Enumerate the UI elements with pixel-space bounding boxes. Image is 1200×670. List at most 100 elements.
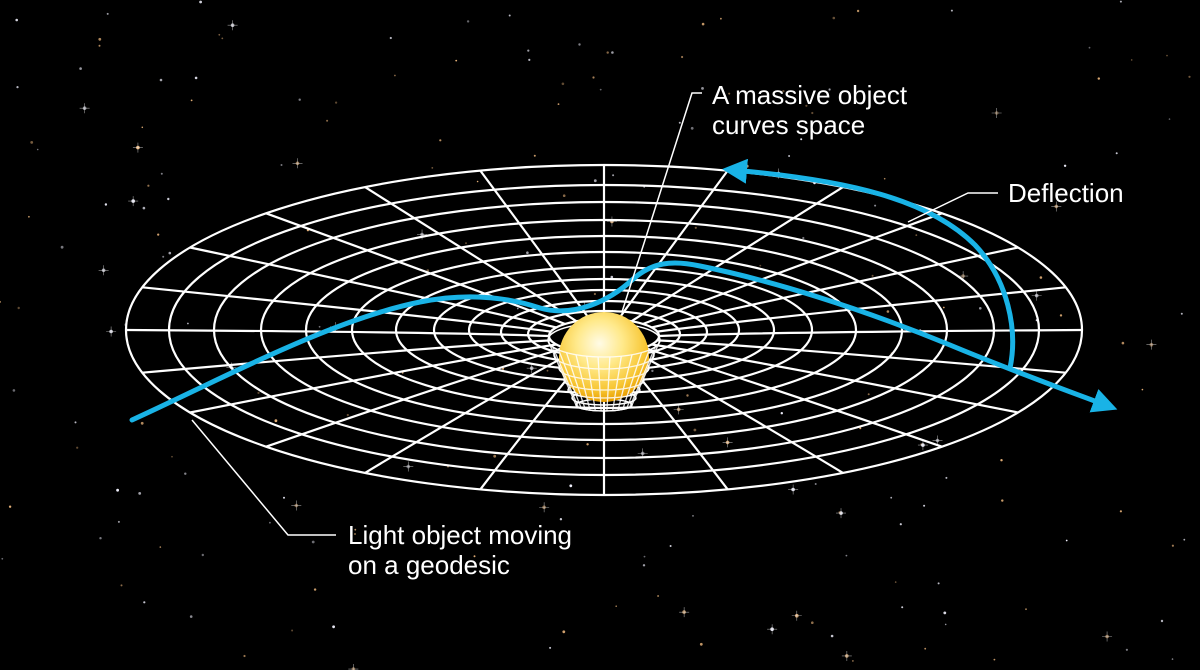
star bbox=[701, 87, 704, 90]
star bbox=[12, 389, 16, 392]
star bbox=[642, 564, 646, 567]
star bbox=[874, 204, 877, 207]
star bbox=[1025, 608, 1027, 611]
star bbox=[693, 428, 697, 432]
well-spoke bbox=[617, 354, 633, 411]
star bbox=[1039, 276, 1043, 279]
star bbox=[1183, 538, 1186, 541]
star bbox=[856, 9, 860, 13]
star bbox=[859, 427, 862, 430]
star bbox=[562, 630, 566, 634]
star bbox=[16, 86, 19, 89]
star bbox=[291, 629, 294, 632]
star-spike bbox=[788, 484, 799, 495]
star bbox=[692, 515, 694, 517]
well-spoke bbox=[558, 349, 582, 409]
well-spoke bbox=[622, 352, 643, 410]
grid-spoke bbox=[651, 343, 1019, 414]
well-spoke bbox=[626, 349, 650, 409]
star bbox=[516, 307, 519, 310]
star bbox=[326, 119, 329, 122]
star bbox=[559, 518, 563, 521]
star bbox=[141, 126, 144, 129]
grid-spoke bbox=[265, 212, 566, 326]
star bbox=[389, 36, 392, 40]
star bbox=[354, 533, 356, 535]
star bbox=[562, 194, 566, 197]
grid-spoke bbox=[656, 286, 1066, 333]
geodesic-label-line2: on a geodesic bbox=[348, 550, 510, 580]
star bbox=[886, 310, 890, 313]
star bbox=[28, 215, 30, 218]
star-spike bbox=[673, 404, 684, 415]
star bbox=[0, 300, 1, 303]
star bbox=[313, 588, 317, 591]
star bbox=[780, 412, 783, 415]
grid-spoke bbox=[189, 246, 557, 329]
star bbox=[923, 504, 926, 507]
star bbox=[657, 595, 660, 597]
well-ring-front bbox=[563, 379, 645, 391]
star bbox=[439, 139, 442, 142]
star bbox=[318, 325, 321, 328]
star bbox=[1063, 164, 1067, 167]
star bbox=[187, 322, 189, 325]
star bbox=[311, 540, 315, 544]
star bbox=[788, 155, 791, 157]
grid-spoke bbox=[657, 339, 1066, 374]
well-spoke bbox=[552, 346, 579, 408]
star-spike bbox=[128, 196, 139, 207]
star bbox=[104, 203, 108, 206]
star-spike bbox=[1146, 339, 1157, 350]
star-spike bbox=[606, 216, 617, 227]
star-spike bbox=[791, 610, 802, 621]
star bbox=[99, 537, 102, 540]
star bbox=[147, 184, 150, 187]
star bbox=[599, 88, 602, 91]
star bbox=[167, 197, 170, 201]
leader-light bbox=[191, 419, 336, 536]
star bbox=[800, 138, 803, 141]
well-spoke bbox=[586, 356, 596, 411]
star bbox=[686, 394, 689, 397]
spacetime-grid bbox=[124, 163, 1084, 497]
star-spike bbox=[932, 435, 943, 446]
star-spike bbox=[417, 229, 428, 240]
star bbox=[394, 74, 396, 77]
star bbox=[526, 251, 529, 254]
star bbox=[298, 98, 301, 101]
star bbox=[1180, 312, 1183, 315]
star bbox=[610, 275, 614, 279]
star bbox=[274, 419, 278, 423]
star bbox=[332, 625, 335, 629]
star bbox=[8, 505, 12, 508]
star bbox=[493, 454, 497, 458]
star bbox=[549, 646, 552, 649]
star bbox=[138, 492, 142, 495]
star-spike bbox=[227, 20, 238, 31]
star bbox=[669, 545, 672, 547]
star bbox=[106, 12, 109, 15]
star bbox=[720, 17, 722, 20]
star bbox=[283, 496, 285, 499]
star bbox=[915, 234, 918, 237]
star bbox=[1000, 459, 1003, 462]
well-spoke bbox=[597, 356, 602, 412]
star bbox=[74, 421, 77, 424]
star bbox=[811, 111, 814, 115]
star-spike bbox=[98, 265, 109, 276]
star bbox=[950, 9, 953, 12]
star bbox=[1171, 658, 1174, 660]
star bbox=[1001, 499, 1004, 502]
geodesic-label: Light object moving on a geodesic bbox=[348, 520, 572, 580]
star bbox=[30, 141, 34, 144]
star bbox=[1059, 314, 1063, 317]
star bbox=[171, 455, 173, 458]
gravity-well-front bbox=[547, 339, 661, 412]
star bbox=[937, 582, 940, 585]
star bbox=[759, 264, 762, 267]
grid-spoke bbox=[642, 212, 943, 326]
star bbox=[993, 658, 996, 661]
star bbox=[528, 58, 531, 62]
